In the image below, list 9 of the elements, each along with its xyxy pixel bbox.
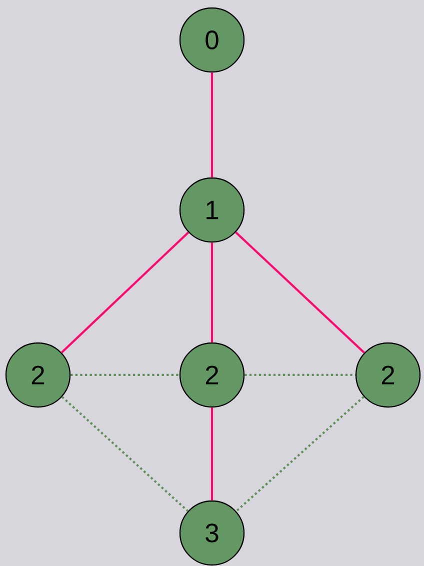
connector-line [210,242,214,342]
connector-line [235,232,365,354]
dotted-line [70,374,180,376]
connector-line [60,232,190,354]
dotted-line [244,374,356,376]
connector-line [210,72,214,178]
dotted-line [236,396,364,512]
dotted-line [61,396,189,512]
connector-line [210,408,214,500]
